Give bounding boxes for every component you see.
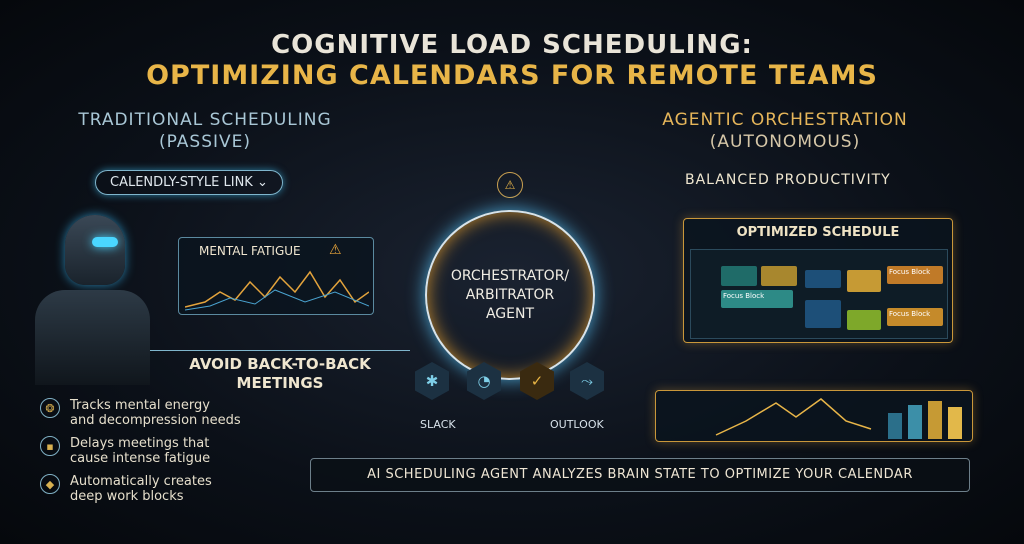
pill-label: CALENDLY-STYLE LINK — [110, 175, 253, 190]
outlook-app-icon[interactable]: ⤳ — [570, 362, 604, 400]
hub-line-2: ARBITRATOR — [465, 286, 555, 303]
schedule-grid: Focus Block Focus Block Focus Block — [690, 249, 948, 339]
productivity-chart — [655, 390, 973, 442]
feature-text: Automatically creates — [70, 474, 212, 489]
event-block[interactable] — [847, 310, 881, 330]
title-line-2: OPTIMIZING CALENDARS FOR REMOTE TEAMS — [146, 60, 878, 91]
slack-app-icon[interactable]: ✱ — [415, 362, 449, 400]
outlook-label: OUTLOOK — [550, 418, 604, 431]
orchestrator-agent-hub: ORCHESTRATOR/ARBITRATOR AGENT — [425, 210, 595, 380]
title-line-1: COGNITIVE LOAD SCHEDULING: — [271, 30, 753, 60]
right-subheading: (AUTONOMOUS) — [709, 132, 861, 152]
event-block[interactable] — [721, 266, 757, 286]
feature-text: and decompression needs — [70, 413, 241, 428]
mental-fatigue-panel: MENTAL FATIGUE ⚠ — [178, 237, 374, 315]
event-block[interactable] — [761, 266, 797, 286]
warning-icon: ⚠ — [329, 242, 342, 258]
fatigue-wave — [185, 270, 369, 311]
slack-label: SLACK — [420, 418, 456, 431]
optimized-schedule-panel: OPTIMIZED SCHEDULE Focus Block Focus Blo… — [683, 218, 953, 343]
productivity-bars — [715, 398, 962, 439]
alert-icon: ⚠ — [497, 172, 523, 198]
focus-block[interactable]: Focus Block — [721, 290, 793, 308]
event-block[interactable] — [805, 300, 841, 328]
chat-app-icon[interactable]: ◔ — [467, 362, 501, 400]
avoid-back-to-back-warning: AVOID BACK-TO-BACK MEETINGS — [150, 350, 410, 393]
event-block[interactable] — [805, 270, 841, 288]
focus-block[interactable]: Focus Block — [887, 308, 943, 326]
delay-icon: ▪ — [40, 436, 60, 456]
chevron-down-icon: ⌄ — [256, 175, 268, 190]
shield-icon: ◆ — [40, 474, 60, 494]
feature-text: Delays meetings that — [70, 436, 210, 451]
fatigue-label: MENTAL FATIGUE — [199, 244, 301, 258]
right-heading: AGENTIC ORCHESTRATION — [662, 110, 908, 130]
schedule-title: OPTIMIZED SCHEDULE — [736, 225, 900, 240]
hub-line-1: ORCHESTRATOR/ — [450, 267, 570, 284]
focus-block[interactable]: Focus Block — [887, 266, 943, 284]
feature-text: Tracks mental energy — [70, 398, 210, 413]
feature-text: cause intense fatigue — [70, 451, 211, 466]
footer-banner: AI SCHEDULING AGENT ANALYZES BRAIN STATE… — [310, 458, 970, 492]
robot-illustration — [30, 215, 150, 385]
calendly-link-pill[interactable]: CALENDLY-STYLE LINK ⌄ — [95, 170, 283, 195]
hub-line-3: AGENT — [485, 305, 535, 322]
brain-icon: ❂ — [40, 398, 60, 418]
event-block[interactable] — [847, 270, 881, 292]
left-heading: TRADITIONAL SCHEDULING — [78, 110, 332, 130]
check-shield-icon[interactable]: ✓ — [520, 362, 554, 400]
feature-text: deep work blocks — [70, 489, 184, 504]
left-subheading: (PASSIVE) — [158, 132, 252, 152]
balanced-productivity-label: BALANCED PRODUCTIVITY — [685, 172, 891, 188]
